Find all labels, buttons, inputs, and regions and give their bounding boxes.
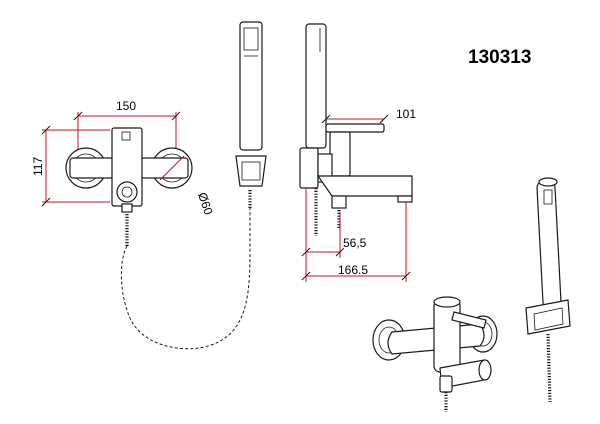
outlet-dimension: 56,5 — [301, 212, 367, 258]
diameter-label: Ø60 — [195, 191, 215, 217]
depth-dimension: 166.5 — [301, 188, 411, 282]
depth-label: 166.5 — [338, 263, 368, 277]
handle-projection-dimension: 101 — [321, 107, 416, 124]
handshower-front — [235, 21, 267, 208]
height-label: 117 — [31, 157, 45, 176]
side-spout — [316, 175, 413, 197]
hose-path — [120, 204, 251, 350]
height-dimension: 117 — [31, 125, 110, 207]
width-dimension: 150 — [73, 99, 181, 150]
handle-projection-label: 101 — [396, 107, 416, 121]
side-view: 101 166.5 56,5 — [299, 23, 416, 282]
width-label: 150 — [116, 99, 136, 113]
handshower-perspective — [525, 177, 571, 403]
outlet-connector — [116, 181, 138, 203]
perspective-view — [372, 296, 498, 412]
side-lever — [325, 123, 385, 133]
front-view: 150 117 Ø60 — [31, 99, 216, 246]
outlet-label: 56,5 — [343, 236, 367, 250]
model-number: 130313 — [468, 47, 531, 68]
